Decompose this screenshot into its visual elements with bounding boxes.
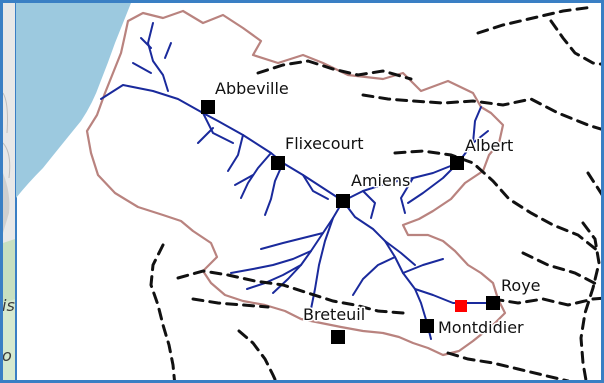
town-albert[interactable]: Albert [450,135,515,170]
town-marker-icon[interactable] [420,319,434,333]
town-label: Albert [465,136,513,155]
town-marker-icon[interactable] [201,100,215,114]
sea-area [16,3,131,198]
river-network [100,22,494,340]
town-marker-icon[interactable] [450,156,464,170]
town-label: Flixecourt [285,134,364,153]
town-flixecourt[interactable]: Flixecourt [271,133,365,170]
side-fragment-2: o [3,346,12,365]
town-amiens[interactable]: Amiens [336,170,412,208]
town-label: Abbeville [215,79,289,98]
town-abbeville[interactable]: Abbeville [201,78,290,114]
side-fragment-1: is [3,296,15,315]
town-roye[interactable]: Roye [486,275,542,310]
basin-map[interactable]: is o [3,3,604,383]
tributary-abbeville-north [147,22,169,92]
town-montdidier[interactable]: Montdidier [420,317,526,339]
red-square-marker-icon[interactable] [455,300,467,312]
town-marker-icon[interactable] [336,194,350,208]
town-label: Montdidier [438,318,524,337]
town-label: Breteuil [303,305,365,324]
background-map-strip [3,3,15,380]
town-breteuil[interactable]: Breteuil [302,304,367,344]
town-marker-icon[interactable] [331,330,345,344]
town-label: Amiens [351,171,410,190]
town-marker-icon[interactable] [486,296,500,310]
town-label: Roye [501,276,541,295]
town-marker-icon[interactable] [271,156,285,170]
administrative-boundaries [149,5,601,380]
